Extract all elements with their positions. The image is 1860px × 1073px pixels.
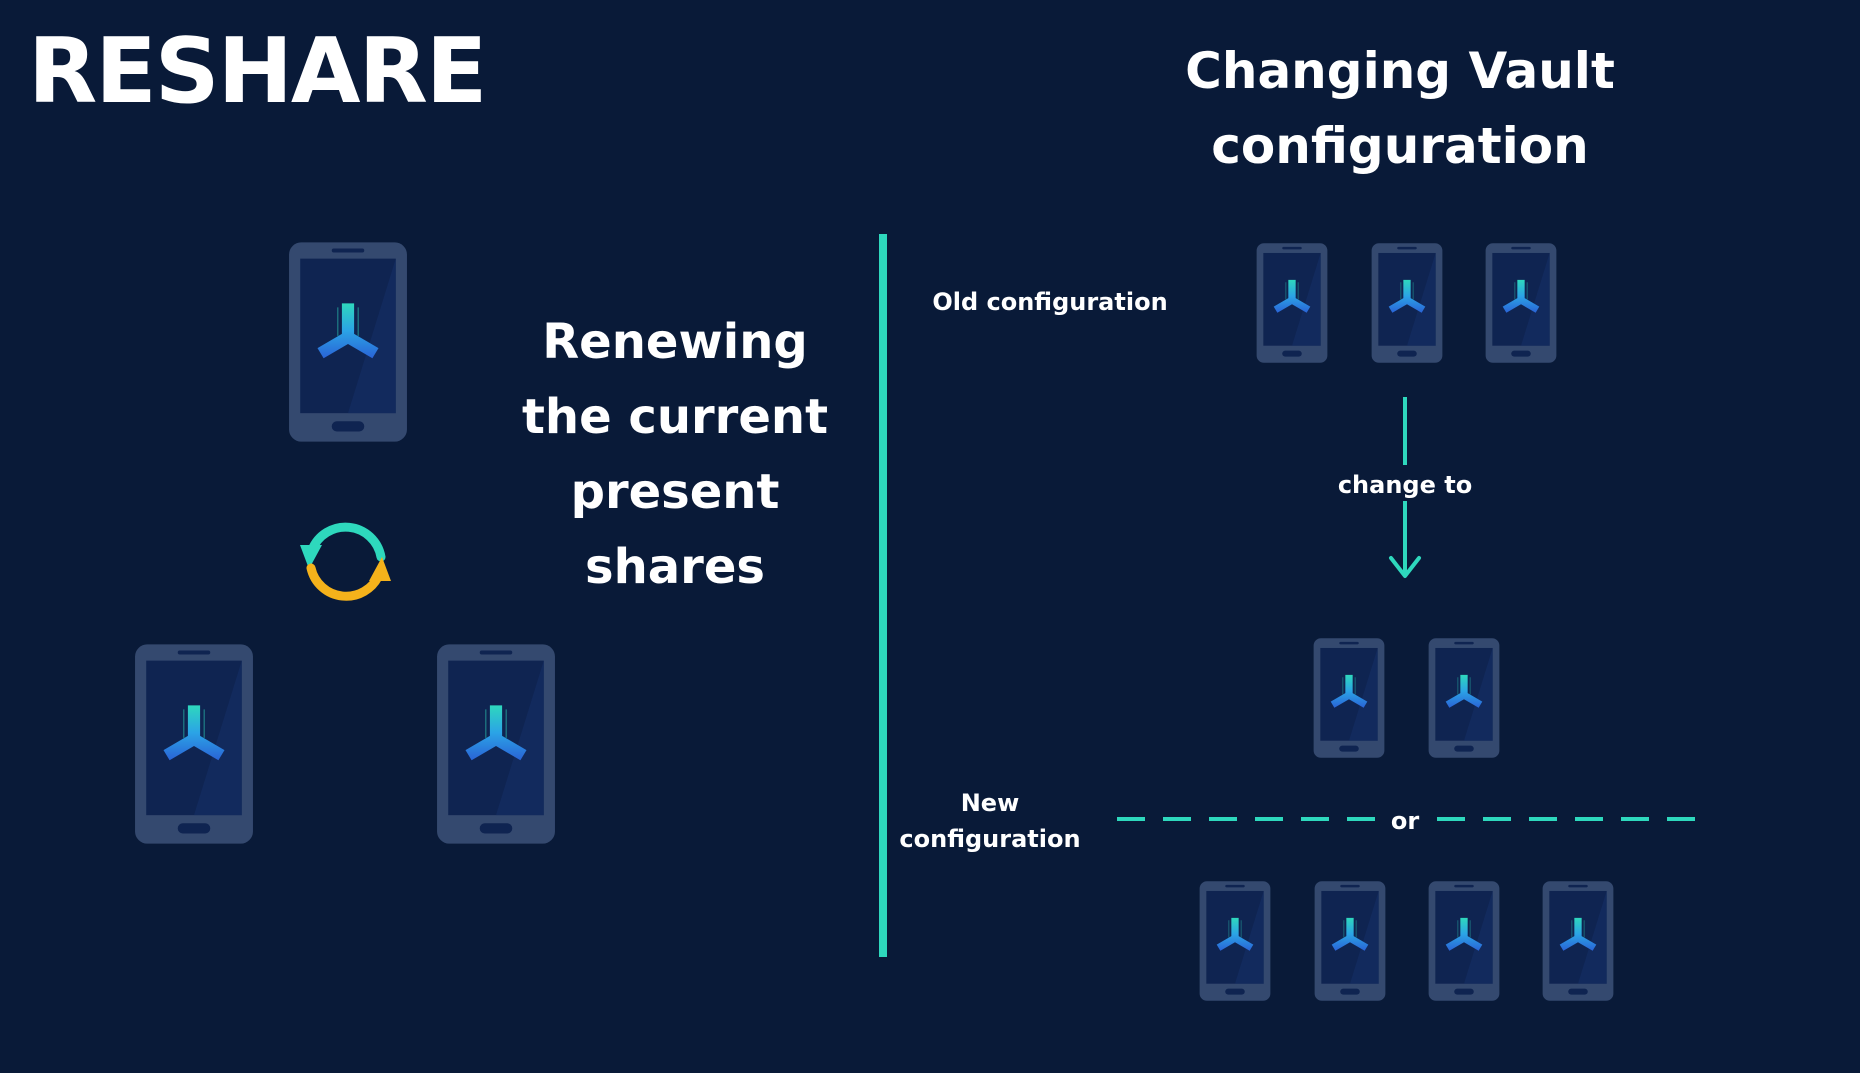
phone-icon [1427, 637, 1501, 759]
or-label: or [1390, 807, 1420, 835]
refresh-cycle-icon [300, 522, 391, 601]
phone-icon [287, 240, 409, 444]
phone-icon [1313, 880, 1387, 1002]
old-configuration-label: Old configuration [932, 288, 1168, 316]
phone-icon [1312, 637, 1386, 759]
section-title: Changing Vault configuration [1185, 42, 1615, 175]
renew-description: Renewing the current present shares [521, 314, 829, 595]
page-title: RESHARE [28, 19, 487, 124]
phone-icon [133, 642, 255, 846]
phone-icon [1198, 880, 1272, 1002]
new-configuration-label: New configuration [899, 789, 1081, 853]
phone-icon [1255, 242, 1329, 364]
phone-icon [435, 642, 557, 846]
phone-icon [1427, 880, 1501, 1002]
arrow-down-icon [1389, 556, 1421, 578]
arrow-line-top [1403, 397, 1407, 465]
phone-icon [1370, 242, 1444, 364]
vertical-divider [879, 234, 887, 957]
phone-icon [1541, 880, 1615, 1002]
phone-icon [1484, 242, 1558, 364]
change-to-label: change to [1337, 471, 1473, 499]
arrow-line-bottom [1403, 501, 1407, 576]
